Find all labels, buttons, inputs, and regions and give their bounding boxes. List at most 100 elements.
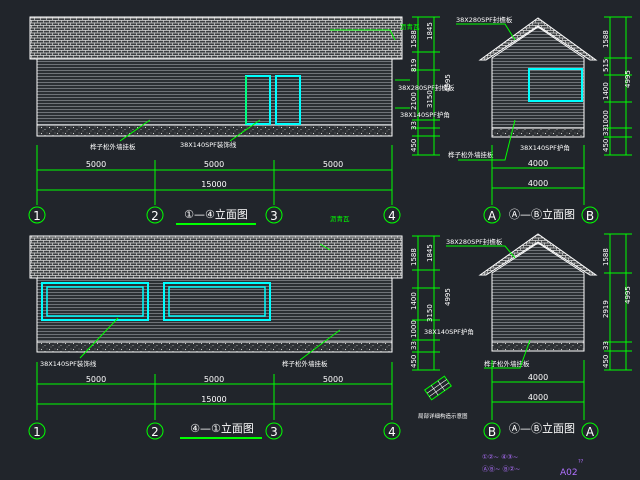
detail-label: 局部详细构造示意图 <box>418 412 468 420</box>
elevation-a-b-top: 38X280SPF封檐板 38X280SPF封檐板 38X140SPF护角 桦子… <box>398 15 632 224</box>
door-right <box>275 75 301 125</box>
vdim-3150: 3150 <box>426 304 434 322</box>
label-siding: 桦子松外墙挂板 <box>448 150 494 159</box>
roof-label: 沥青瓦 <box>400 22 420 31</box>
sheet-legend: ①②~ ④③~ ⒶⒷ~ Ⓑ②~ A02 ?? <box>482 453 584 478</box>
window-left <box>41 282 149 321</box>
vdim-1588: 1588 <box>602 30 610 48</box>
dim-span1: 5000 <box>86 160 106 169</box>
label-fascia-top: 38X280SPF封檐板 <box>446 237 503 246</box>
axis-3: 3 <box>270 209 278 223</box>
vdim-4995: 4995 <box>624 286 632 304</box>
label-corner: 38X140SPF护角 <box>424 327 474 336</box>
gable-wall <box>491 242 585 343</box>
axis-1: 1 <box>33 425 41 439</box>
axis-1: 1 <box>33 209 41 223</box>
dim-total: 4000 <box>528 393 548 402</box>
vdim-1588: 1588 <box>410 248 418 266</box>
trim-label: 38X140SPF装饰线 <box>180 140 237 149</box>
dim-span3: 5000 <box>323 160 343 169</box>
vdim-450: 450 <box>410 139 418 152</box>
vdim-33: 33 <box>410 341 418 350</box>
axis-2: 2 <box>151 425 159 439</box>
gable-foundation <box>491 341 585 352</box>
elevation-a-b-bottom: 38X280SPF封檐板 38X140SPF护角 桦子松外墙挂板 4000 40… <box>424 233 632 440</box>
dim-span2: 5000 <box>204 375 224 384</box>
label-fascia-mid: 38X280SPF封檐板 <box>398 83 455 92</box>
vdim-450: 450 <box>410 355 418 368</box>
sheet-number: A02 <box>560 468 578 478</box>
dim-span: 4000 <box>528 373 548 382</box>
vdim-2919: 2919 <box>602 300 610 318</box>
vdim-2100: 2100 <box>410 92 418 110</box>
legend-row2: ⒶⒷ~ Ⓑ②~ <box>482 465 520 473</box>
wall-siding <box>36 277 393 343</box>
label-siding: 桦子松外墙挂板 <box>484 359 530 368</box>
vdim-4995: 4995 <box>624 70 632 88</box>
elevation-title: Ⓐ—Ⓑ立面图 <box>509 207 575 221</box>
axis-4: 4 <box>388 209 396 223</box>
gable-foundation <box>491 127 585 138</box>
vdim-1588: 1588 <box>410 30 418 48</box>
axis-a: A <box>586 425 595 439</box>
foundation-band <box>36 124 393 137</box>
vdim-450: 450 <box>602 139 610 152</box>
elevation-4-1: 沥青瓦 38X140SPF装饰线 桦子松外墙挂板 5000 5000 5000 … <box>28 214 452 440</box>
vdim-1000: 1000 <box>410 320 418 338</box>
dim-span3: 5000 <box>323 375 343 384</box>
vdim-450: 450 <box>602 355 610 368</box>
vdim-1400: 1400 <box>410 292 418 310</box>
axis-b: B <box>586 209 594 223</box>
siding-label: 桦子松外墙挂板 <box>90 142 136 151</box>
vdim-4995: 4995 <box>444 288 452 306</box>
axis-a: A <box>488 209 497 223</box>
elevation-title: Ⓐ—Ⓑ立面图 <box>509 421 575 435</box>
roof-label: 沥青瓦 <box>330 214 350 223</box>
dim-total: 15000 <box>201 180 226 189</box>
elevation-1-4: 沥青瓦 桦子松外墙挂板 38X140SPF装饰线 5000 5000 5000 … <box>28 16 452 225</box>
window-right-inner <box>168 286 266 317</box>
legend-row1: ①②~ ④③~ <box>482 453 518 461</box>
sheet-suffix: ?? <box>578 459 584 465</box>
window-right <box>163 282 271 321</box>
siding-label: 桦子松外墙挂板 <box>282 359 328 368</box>
vdim-515: 515 <box>602 59 610 72</box>
detail-sketch: 局部详细构造示意图 <box>418 375 468 420</box>
dim-total: 15000 <box>201 395 226 404</box>
vdim-1588: 1588 <box>602 248 610 266</box>
gable-roof <box>478 233 598 276</box>
trim-label: 38X140SPF装饰线 <box>40 359 97 368</box>
elevation-title: ④—①立面图 <box>190 421 254 435</box>
label-corner: 38X140SPF护角 <box>520 143 570 152</box>
vdim-33: 33 <box>410 121 418 130</box>
vdim-819: 819 <box>410 59 418 72</box>
axis-4: 4 <box>388 425 396 439</box>
axis-b: B <box>488 425 496 439</box>
axis-2: 2 <box>151 209 159 223</box>
vdims: 1588 1845 819 4995 3150 2100 33 450 <box>410 22 452 152</box>
vdim-4995: 4995 <box>444 74 452 92</box>
gable-wall <box>491 26 585 129</box>
elevation-title: ①—④立面图 <box>184 207 248 221</box>
dim-span: 4000 <box>528 159 548 168</box>
gable-window <box>528 68 583 102</box>
vdim-1000: 1000 <box>602 110 610 128</box>
vdim-33: 33 <box>602 341 610 350</box>
dim-span1: 5000 <box>86 375 106 384</box>
roof-shingles <box>29 235 403 279</box>
label-fascia-top: 38X280SPF封檐板 <box>456 15 513 24</box>
foundation-band <box>36 341 393 353</box>
dim-total: 4000 <box>528 179 548 188</box>
axis-3: 3 <box>270 425 278 439</box>
vdim-1400: 1400 <box>602 82 610 100</box>
gable-roof <box>478 17 598 61</box>
label-corner-low: 38X140SPF护角 <box>400 110 450 119</box>
vdim-3150: 3150 <box>426 90 434 108</box>
wall-siding <box>36 58 393 126</box>
roof-shingles <box>29 16 403 60</box>
window-left-inner <box>46 286 144 317</box>
vdim-33: 33 <box>602 127 610 136</box>
dim-span2: 5000 <box>204 160 224 169</box>
vdim-1845: 1845 <box>426 22 434 40</box>
